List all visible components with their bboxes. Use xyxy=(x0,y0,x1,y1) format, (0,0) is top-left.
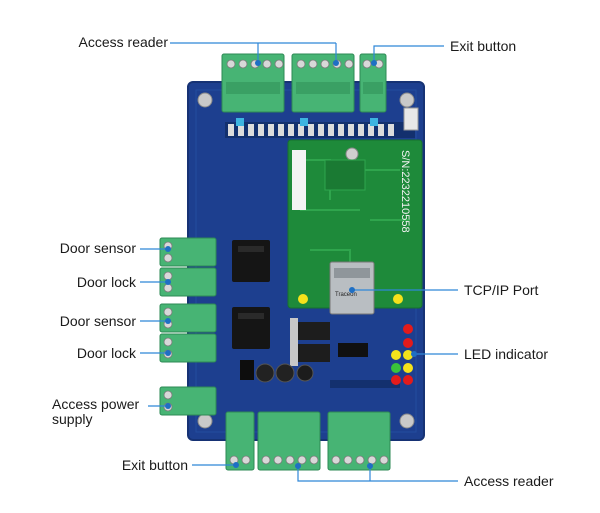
network-module: S/N:2232210558 Traceon xyxy=(287,139,423,315)
label-access-power-supply-line1: Access power xyxy=(52,396,140,412)
label-door-lock-1: Door lock xyxy=(76,274,136,290)
callout-dots xyxy=(165,60,417,469)
label-tcp-ip-port: TCP/IP Port xyxy=(464,282,539,298)
bottom-terminal-blocks xyxy=(225,411,391,471)
serial-number-text: S/N:2232210558 xyxy=(399,150,411,233)
left-terminal-blocks xyxy=(159,237,217,416)
label-door-sensor-1: Door sensor xyxy=(59,240,136,256)
label-bottom-exit-button: Exit button xyxy=(121,457,188,473)
top-component-strip xyxy=(225,107,419,138)
top-terminal-blocks xyxy=(221,53,387,113)
power-components xyxy=(240,318,400,388)
label-top-exit-button: Exit button xyxy=(450,38,517,54)
led-indicator-array xyxy=(391,324,413,385)
label-led-indicator: LED indicator xyxy=(464,346,549,362)
label-top-access-reader: Access reader xyxy=(78,34,168,50)
relays xyxy=(232,240,270,349)
label-access-power-supply: Access power supply xyxy=(52,397,139,427)
jack-brand-text: Traceon xyxy=(335,292,357,298)
label-bottom-access-reader: Access reader xyxy=(464,473,554,489)
label-door-sensor-2: Door sensor xyxy=(59,313,136,329)
callout-lines xyxy=(140,42,458,482)
label-access-power-supply-line2: supply xyxy=(52,411,93,427)
label-door-lock-2: Door lock xyxy=(76,345,136,361)
